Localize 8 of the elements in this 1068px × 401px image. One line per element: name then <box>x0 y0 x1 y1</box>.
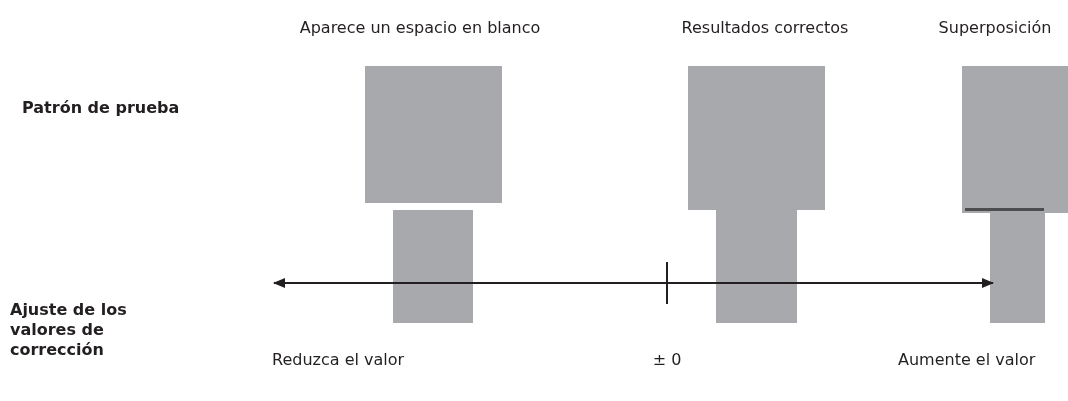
scale-label: Reduzca el valor <box>272 350 405 370</box>
scale-label: ± 0 <box>652 350 682 370</box>
column-heading: Superposición <box>938 18 1052 38</box>
row-heading: Ajuste de los valores de corrección <box>10 300 128 360</box>
scale-label: Aumente el valor <box>898 350 1036 370</box>
row-heading: Patrón de prueba <box>22 98 180 118</box>
column-heading: Resultados correctos <box>681 18 849 38</box>
column-heading: Aparece un espacio en blanco <box>299 18 541 38</box>
